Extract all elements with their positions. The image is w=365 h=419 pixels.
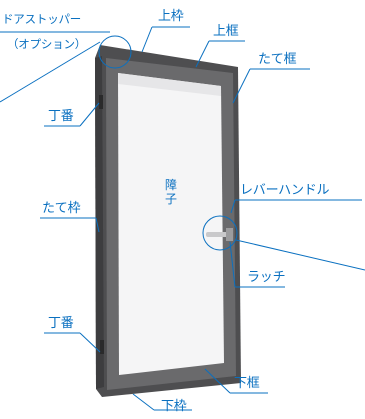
label-bottom-stile: 下框: [234, 376, 260, 391]
hinge-bottom-icon: [100, 340, 104, 354]
door-panel: [118, 73, 224, 375]
handle-callout-circle: [202, 215, 238, 251]
label-vertical-stile: たて框: [258, 52, 297, 67]
label-top-stile: 上框: [213, 24, 239, 39]
leader-lines: [0, 26, 365, 411]
label-lever-handle: レバーハンドル: [240, 183, 330, 198]
frame-side-face: [95, 56, 104, 389]
label-panel: 障子: [164, 178, 177, 206]
hinge-top-icon: [99, 95, 103, 109]
label-hinge-bottom: 丁番: [48, 316, 74, 331]
stopper-callout-circle: [98, 35, 132, 69]
panel-shade: [118, 73, 221, 96]
label-option: （オプション）: [7, 37, 87, 51]
lever-handle-icon: [206, 232, 232, 237]
label-latch: ラッチ: [247, 270, 286, 285]
label-hinge-top: 丁番: [48, 109, 74, 124]
label-door-stopper: ドアストッパー: [2, 12, 82, 26]
latch-icon: [226, 228, 233, 241]
label-bottom-frame: 下枠: [161, 399, 187, 414]
label-top-frame: 上枠: [158, 9, 184, 24]
label-vertical-frame: たて枠: [42, 201, 81, 216]
